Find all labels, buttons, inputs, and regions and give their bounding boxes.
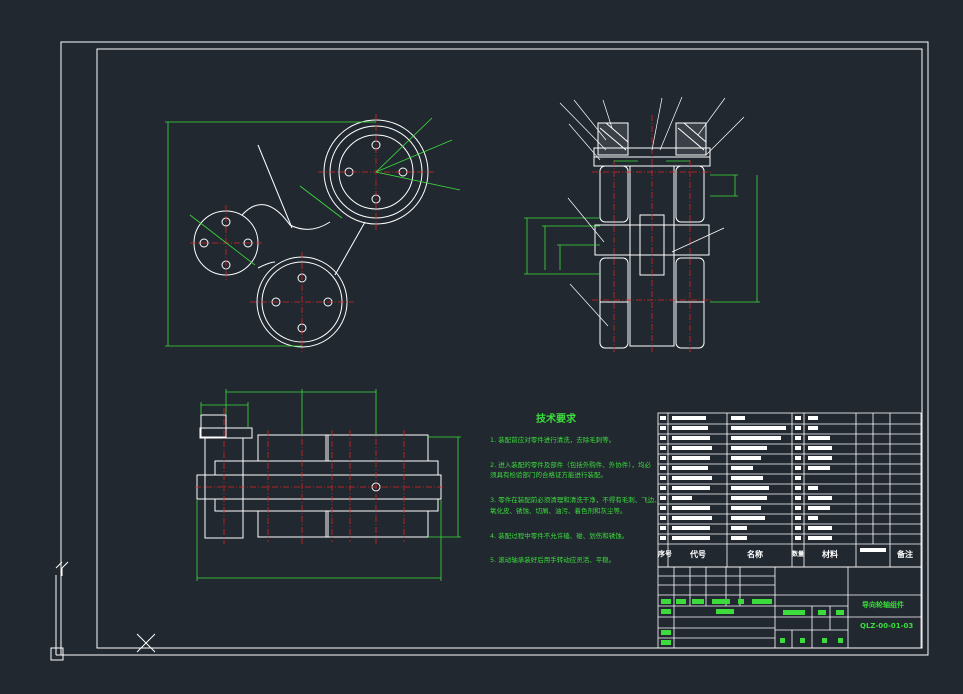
tech-requirements-title: 技术要求 <box>536 414 576 425</box>
tech-line-5: 氧化皮、锈蚀、切屑、油污、着色剂和灰尘等。 <box>490 507 627 515</box>
top-view-centerlines <box>195 408 444 544</box>
header-name: 名称 <box>747 550 763 559</box>
header-note: 备注 <box>897 550 913 559</box>
title-block <box>657 566 922 649</box>
header-material: 材料 <box>822 550 838 559</box>
tech-line-1: 1. 装配前应对零件进行清洗，去除毛刺等。 <box>490 436 616 444</box>
ucs-icon <box>50 561 156 661</box>
top-view-dimensions <box>196 389 461 581</box>
drawing-number: QLZ-00-01-03 <box>860 622 914 630</box>
header-seq: 序号 <box>658 550 672 558</box>
header-qty: 数量 <box>792 551 805 558</box>
front-view <box>193 119 429 348</box>
header-code: 代号 <box>690 550 706 559</box>
side-view <box>593 122 711 349</box>
tech-line-6: 4. 装配过程中零件不允许磕、碰、划伤和锈蚀。 <box>490 532 629 540</box>
drawing-title: 导向轮轴组件 <box>862 601 904 609</box>
tech-line-4: 3. 零件在装配前必须清理和清洗干净，不得有毛刺、飞边、 <box>490 496 661 504</box>
top-view <box>196 414 442 539</box>
title-block-fill <box>661 599 844 645</box>
tech-line-2: 2. 进入装配的零件及部件（包括外购件、外协件），均必 <box>490 461 652 469</box>
side-view-dimensions <box>524 160 760 303</box>
front-view-dimensions <box>165 117 461 347</box>
tech-line-7: 5. 滚动轴承装好后用手转动应灵活、平稳。 <box>490 556 616 564</box>
side-view-leaders <box>559 96 745 327</box>
outer-frame <box>60 41 929 656</box>
inner-frame <box>96 48 923 649</box>
side-view-centerlines <box>592 115 712 352</box>
parts-table-fill <box>660 416 886 552</box>
tech-line-3: 须具有检验部门的合格证方能进行装配。 <box>490 471 607 479</box>
